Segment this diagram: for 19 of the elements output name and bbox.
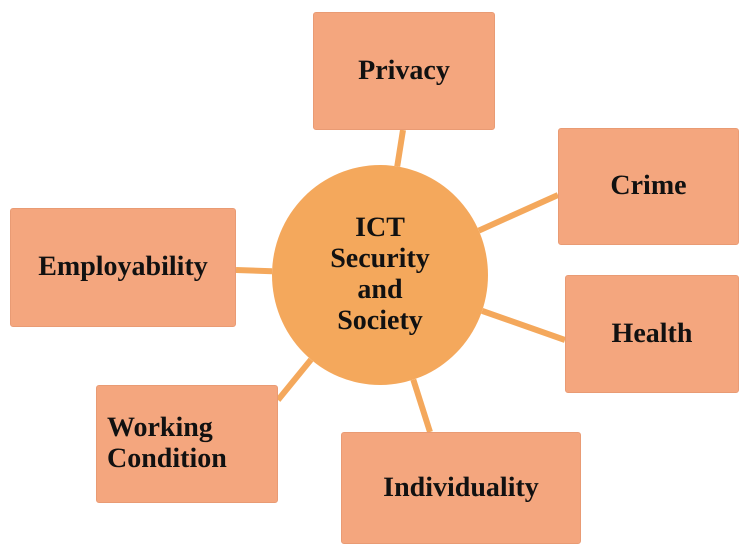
topic-label: Health — [612, 318, 692, 350]
topic-box — [313, 12, 495, 130]
connector-line — [394, 130, 406, 167]
central-topic-label: ICT Security and Society — [329, 213, 431, 337]
connector-line — [481, 308, 566, 343]
topic-label: Employability — [38, 252, 208, 283]
topic-label: Individuality — [383, 472, 539, 504]
topic-box — [10, 208, 236, 327]
topic-box — [558, 128, 739, 245]
topic-box — [565, 275, 739, 393]
topic-label: Crime — [610, 171, 687, 202]
connector-line — [478, 192, 560, 234]
connector-line — [276, 358, 314, 402]
topic-box — [96, 385, 278, 503]
topic-label: Working Condition — [107, 413, 228, 475]
topic-label: Privacy — [358, 56, 450, 86]
topic-box — [341, 432, 581, 544]
connector-line — [410, 378, 433, 433]
connector-line — [236, 267, 272, 274]
